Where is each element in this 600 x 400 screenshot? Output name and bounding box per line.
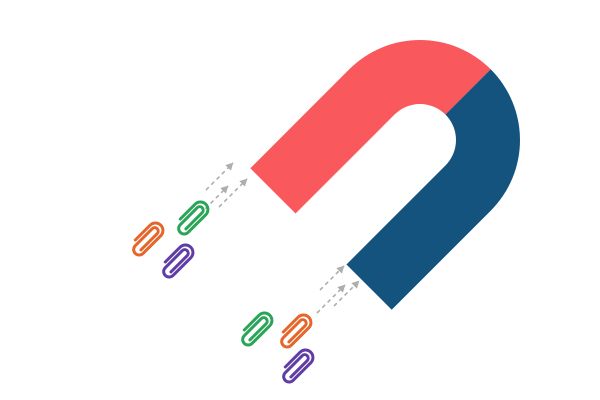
attraction-arrow [319, 265, 345, 291]
attraction-arrow [218, 178, 248, 208]
attraction-arrow [333, 280, 360, 307]
magnet-upper-arm [250, 40, 491, 214]
attraction-arrows-upper [199, 162, 248, 215]
attraction-arrow [205, 162, 234, 191]
attraction-arrows-lower [316, 265, 360, 314]
horseshoe-magnet [250, 40, 520, 310]
attraction-arrow [316, 284, 346, 314]
magnet-lower-arm [346, 69, 520, 310]
attraction-arrow [199, 185, 229, 215]
